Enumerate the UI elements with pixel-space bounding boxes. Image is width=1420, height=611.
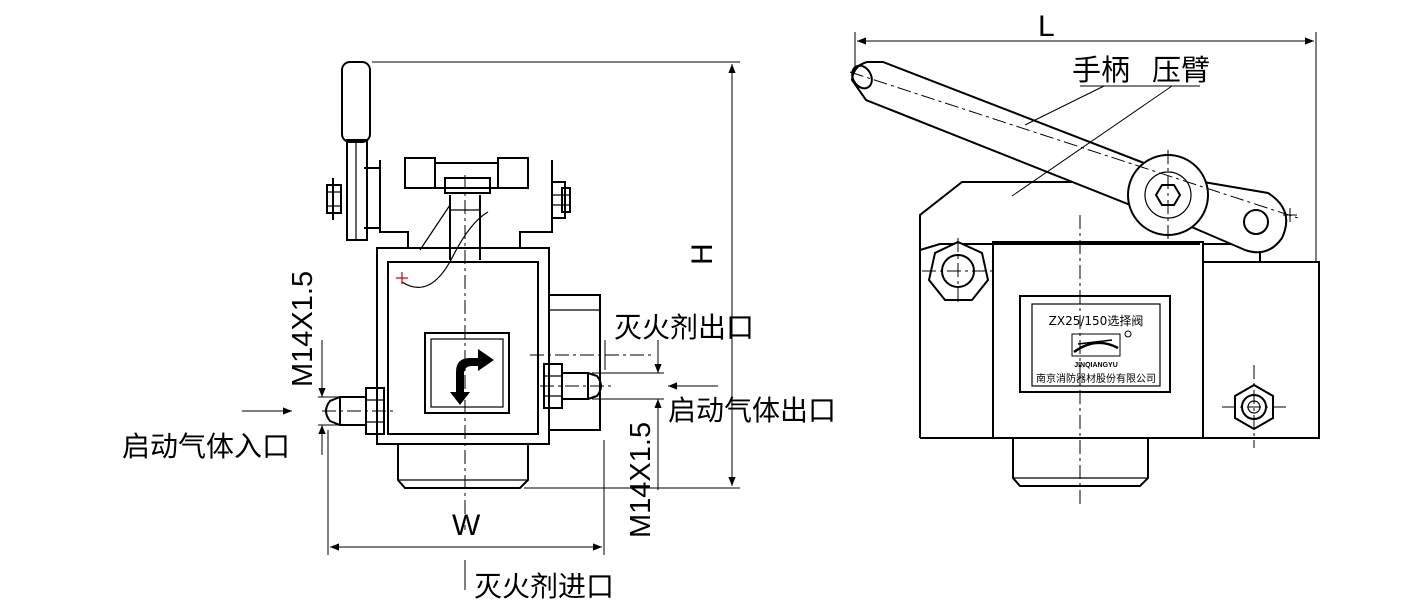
red-marker: [396, 272, 408, 284]
thread-left-label: M14X1.5: [287, 271, 319, 387]
dim-length-label: L: [1038, 10, 1055, 43]
brand-logo: [1071, 330, 1132, 357]
dim-length: [854, 32, 1317, 262]
handle-label: 手柄: [1072, 53, 1130, 87]
dim-height: [372, 61, 740, 489]
lever-centerline: [849, 71, 1299, 219]
nameplate-company: 南京消防器材股份有限公司: [1036, 372, 1156, 385]
agent-inlet-label: 灭火剂进口: [474, 570, 614, 603]
top-bracket: [364, 157, 571, 288]
handle-leader: [1024, 85, 1105, 126]
front-view: H W M14X1.5 M14X1.5 灭火剂出口: [122, 61, 836, 603]
side-view: ZX25/150选择阀 JINQIANGYU 南京消防器材股份有限公司 L: [849, 10, 1320, 505]
gas-inlet-label: 启动气体入口: [122, 430, 290, 463]
press-arm-label: 压臂: [1152, 53, 1210, 87]
nameplate: ZX25/150选择阀 JINQIANGYU 南京消防器材股份有限公司: [1019, 295, 1171, 393]
dim-thread-right: [592, 340, 664, 490]
agent-outlet-label: 灭火剂出口: [614, 311, 754, 344]
thread-right-label: M14X1.5: [625, 422, 657, 538]
dim-width: [327, 430, 605, 555]
nameplate-model: ZX25/150选择阀: [1049, 314, 1144, 328]
dim-thread-left: [318, 340, 340, 455]
gas-outlet-label: 启动气体出口: [668, 394, 836, 427]
dim-height-label: H: [686, 243, 719, 265]
nameplate-brand: JINQIANGYU: [1074, 362, 1118, 369]
lever-handle: [326, 61, 371, 241]
press-arm-leader: [1011, 85, 1173, 197]
valve-body: [376, 247, 601, 489]
dim-width-label: W: [452, 509, 481, 542]
side-housing: [919, 181, 1165, 438]
